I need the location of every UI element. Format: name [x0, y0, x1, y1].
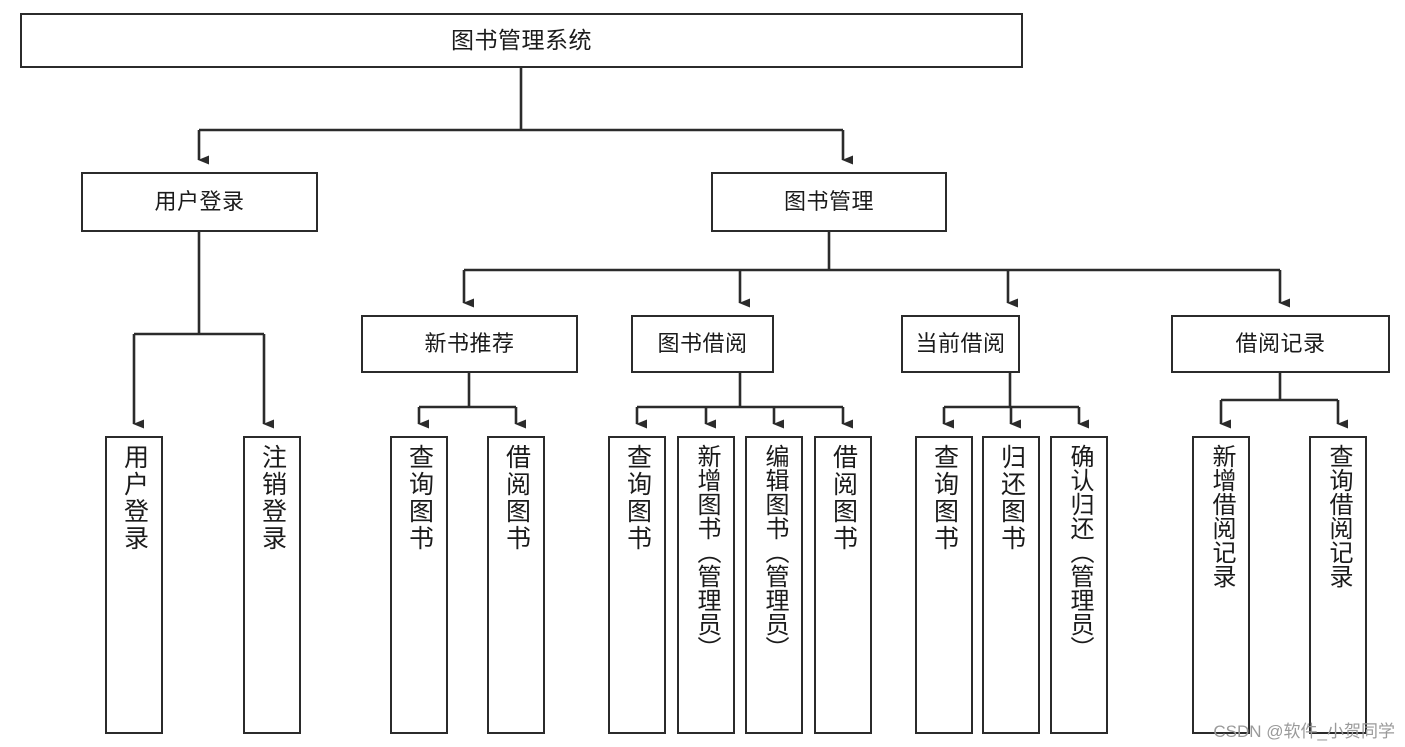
- node-label: 编辑图书（管理员）: [760, 444, 788, 660]
- node-label: 归还图书: [997, 444, 1026, 552]
- node-new-book-recommend[interactable]: 新书推荐: [361, 315, 578, 373]
- node-user-login[interactable]: 用户登录: [81, 172, 318, 232]
- node-label: 图书管理系统: [451, 26, 592, 53]
- node-label: 新增图书（管理员）: [692, 444, 720, 660]
- node-label: 图书管理: [783, 188, 874, 214]
- leaf-newbook-query-book[interactable]: 查询图书: [390, 436, 448, 734]
- node-label: 借阅图书: [829, 444, 858, 552]
- node-book-management[interactable]: 图书管理: [711, 172, 947, 232]
- node-book-borrow[interactable]: 图书借阅: [631, 315, 774, 373]
- leaf-borrow-borrow-book[interactable]: 借阅图书: [814, 436, 872, 734]
- node-label: 图书借阅: [657, 330, 748, 356]
- leaf-user-logout[interactable]: 注销登录: [243, 436, 301, 734]
- node-label: 借阅记录: [1235, 330, 1326, 356]
- node-root-book-management-system[interactable]: 图书管理系统: [20, 13, 1023, 68]
- leaf-current-return-book[interactable]: 归还图书: [982, 436, 1040, 734]
- leaf-record-add-borrow-record[interactable]: 新增借阅记录: [1192, 436, 1250, 734]
- leaf-current-confirm-return-admin[interactable]: 确认归还（管理员）: [1050, 436, 1108, 734]
- node-label: 查询图书: [405, 444, 434, 552]
- node-label: 借阅图书: [502, 444, 531, 552]
- node-label: 新增借阅记录: [1207, 444, 1235, 588]
- leaf-newbook-borrow-book[interactable]: 借阅图书: [487, 436, 545, 734]
- leaf-current-query-book[interactable]: 查询图书: [915, 436, 973, 734]
- node-label: 用户登录: [120, 444, 149, 552]
- node-label: 查询图书: [930, 444, 959, 552]
- node-current-borrow[interactable]: 当前借阅: [901, 315, 1020, 373]
- node-label: 确认归还（管理员）: [1065, 444, 1093, 660]
- node-label: 查询图书: [623, 444, 652, 552]
- node-label: 用户登录: [154, 188, 245, 214]
- leaf-user-login[interactable]: 用户登录: [105, 436, 163, 734]
- leaf-record-query-borrow-record[interactable]: 查询借阅记录: [1309, 436, 1367, 734]
- csdn-watermark: CSDN @软件_小贺同学: [1213, 722, 1395, 741]
- node-label: 当前借阅: [915, 330, 1006, 356]
- leaf-borrow-add-book-admin[interactable]: 新增图书（管理员）: [677, 436, 735, 734]
- leaf-borrow-edit-book-admin[interactable]: 编辑图书（管理员）: [745, 436, 803, 734]
- node-label: 注销登录: [258, 444, 287, 552]
- node-label: 查询借阅记录: [1324, 444, 1352, 588]
- node-borrow-record[interactable]: 借阅记录: [1171, 315, 1390, 373]
- node-label: 新书推荐: [424, 330, 515, 356]
- leaf-borrow-query-book[interactable]: 查询图书: [608, 436, 666, 734]
